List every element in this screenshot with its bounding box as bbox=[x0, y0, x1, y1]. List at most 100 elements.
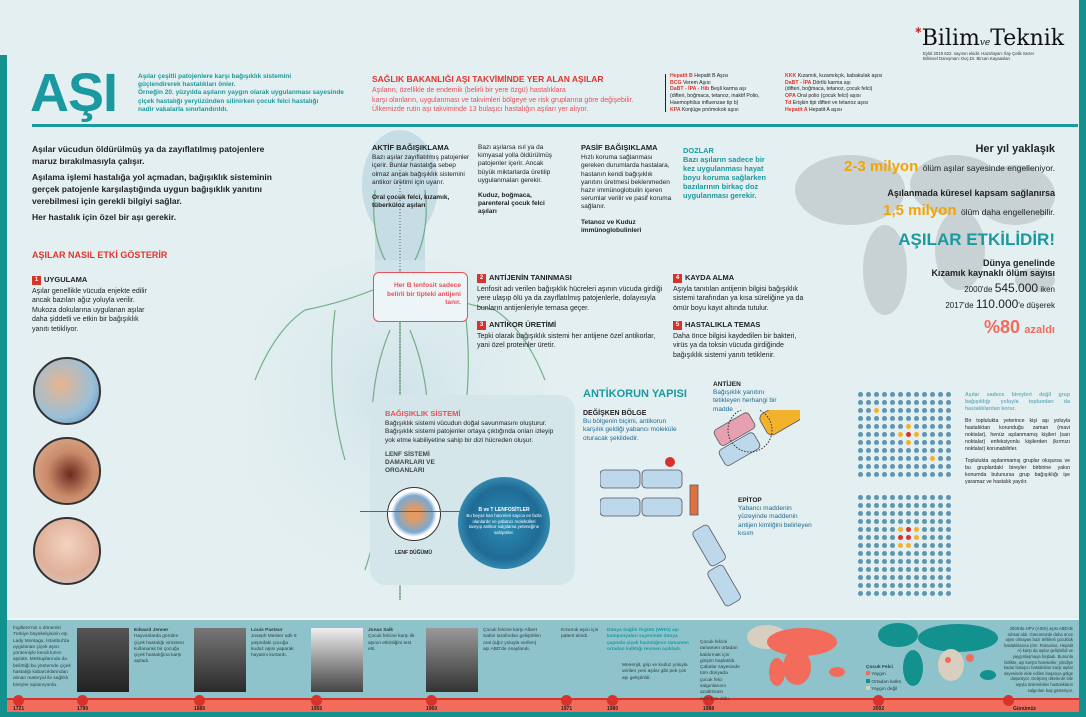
person-dot bbox=[866, 472, 871, 477]
vaccine-item: Hepatit A Hepatit A aşısı bbox=[785, 106, 842, 113]
person-dot bbox=[930, 408, 935, 413]
polio-map-1988 bbox=[747, 625, 845, 686]
person-dot bbox=[882, 392, 887, 397]
person-dot bbox=[890, 575, 895, 580]
person-dot bbox=[906, 591, 911, 596]
person-dot bbox=[930, 543, 935, 548]
vaccine-item: (difteri, boğmaca, tetanoz, çocuk felci) bbox=[785, 86, 873, 93]
person-dot bbox=[914, 392, 919, 397]
person-dot bbox=[858, 440, 863, 445]
schedule-title: SAĞLIK BAKANLIĞI AŞI TAKVİMİNDE YER ALAN… bbox=[372, 74, 604, 84]
schedule-text: Aşıların, özellikle de endemik (belirli … bbox=[372, 87, 634, 113]
person-dot bbox=[866, 495, 871, 500]
vaccine-list-2: KKK Kızamık, kızamıkçık, kabakulak aşısı… bbox=[785, 73, 900, 113]
timeline-year: 1885 bbox=[194, 706, 206, 712]
person-dot bbox=[914, 511, 919, 516]
timeline-dot bbox=[703, 695, 714, 706]
header-divider bbox=[32, 124, 1078, 127]
person-dot bbox=[914, 440, 919, 445]
timeline-year: 2002 bbox=[873, 706, 885, 712]
person-dot bbox=[890, 495, 895, 500]
person-dot bbox=[866, 519, 871, 524]
polio-legend: Çocuk Felci Yaygın Ortadan kalktı Yaygın… bbox=[866, 665, 902, 692]
person-dot bbox=[906, 440, 911, 445]
person-dot bbox=[866, 392, 871, 397]
person-dot bbox=[938, 472, 943, 477]
person-dot bbox=[858, 416, 863, 421]
person-dot bbox=[874, 551, 879, 556]
person-dot bbox=[874, 567, 879, 572]
timeline-dot bbox=[13, 695, 24, 706]
person-dot bbox=[858, 503, 863, 508]
person-dot bbox=[914, 416, 919, 421]
person-dot bbox=[898, 440, 903, 445]
person-dot bbox=[882, 416, 887, 421]
page-title: AŞI bbox=[30, 63, 118, 123]
timeline-bottom-border bbox=[0, 712, 1086, 717]
person-dot bbox=[930, 472, 935, 477]
person-dot bbox=[874, 432, 879, 437]
vaccine-item: Haemophilus influenzae tip b) bbox=[670, 99, 739, 106]
person-dot bbox=[922, 519, 927, 524]
person-dot bbox=[858, 424, 863, 429]
person-dot bbox=[890, 503, 895, 508]
person-dot bbox=[906, 416, 911, 421]
person-dot bbox=[922, 583, 927, 588]
person-dot bbox=[922, 575, 927, 580]
person-dot bbox=[930, 464, 935, 469]
person-dot bbox=[906, 472, 911, 477]
person-dot bbox=[930, 559, 935, 564]
person-dot bbox=[946, 511, 951, 516]
person-dot bbox=[906, 392, 911, 397]
person-dot bbox=[882, 519, 887, 524]
person-dot bbox=[890, 424, 895, 429]
person-dot bbox=[898, 591, 903, 596]
person-dot bbox=[890, 464, 895, 469]
timeline-year: 1960 bbox=[426, 706, 438, 712]
person-dot bbox=[882, 575, 887, 580]
person-dot bbox=[946, 551, 951, 556]
vaccine-item: KKK Kızamık, kızamıkçık, kabakulak aşısı bbox=[785, 73, 883, 79]
antibody-title: ANTİKORUN YAPISI bbox=[583, 388, 687, 400]
person-dot bbox=[890, 448, 895, 453]
person-dot bbox=[946, 392, 951, 397]
person-dot bbox=[858, 392, 863, 397]
person-dot bbox=[866, 424, 871, 429]
person-dot bbox=[866, 440, 871, 445]
world-map-background bbox=[795, 155, 1055, 315]
person-dot bbox=[874, 440, 879, 445]
vaccine-item: (difteri, boğmaca, tetanoz, inaktif Poli… bbox=[670, 93, 760, 100]
person-dot bbox=[946, 432, 951, 437]
person-dot bbox=[914, 543, 919, 548]
person-dot bbox=[898, 464, 903, 469]
person-dot bbox=[922, 456, 927, 461]
event-1721: İngiltere'nin o dönemki Türkiye büyükelç… bbox=[13, 626, 71, 688]
event-today: 2006'da HPV (AIDS) aşısı ABD'de ruhsat a… bbox=[1003, 626, 1073, 693]
person-dot bbox=[866, 408, 871, 413]
person-dot bbox=[914, 551, 919, 556]
person-dot bbox=[866, 575, 871, 580]
person-dot bbox=[866, 456, 871, 461]
person-dot bbox=[906, 535, 911, 540]
person-dot bbox=[882, 503, 887, 508]
person-dot bbox=[898, 567, 903, 572]
person-dot bbox=[914, 527, 919, 532]
person-dot bbox=[922, 535, 927, 540]
person-dot bbox=[882, 535, 887, 540]
person-dot bbox=[866, 551, 871, 556]
person-dot bbox=[890, 583, 895, 588]
person-dot bbox=[858, 591, 863, 596]
how-it-works-title: AŞILAR NASIL ETKİ GÖSTERİR bbox=[32, 250, 168, 260]
stats-panel: Her yıl yaklaşık 2-3 milyon ölüm aşılar … bbox=[844, 143, 1055, 337]
person-dot bbox=[914, 591, 919, 596]
person-dot bbox=[946, 543, 951, 548]
schedule-divider bbox=[665, 74, 666, 112]
person-dot bbox=[890, 591, 895, 596]
person-dot bbox=[938, 559, 943, 564]
person-dot bbox=[882, 464, 887, 469]
timeline-dot bbox=[194, 695, 205, 706]
